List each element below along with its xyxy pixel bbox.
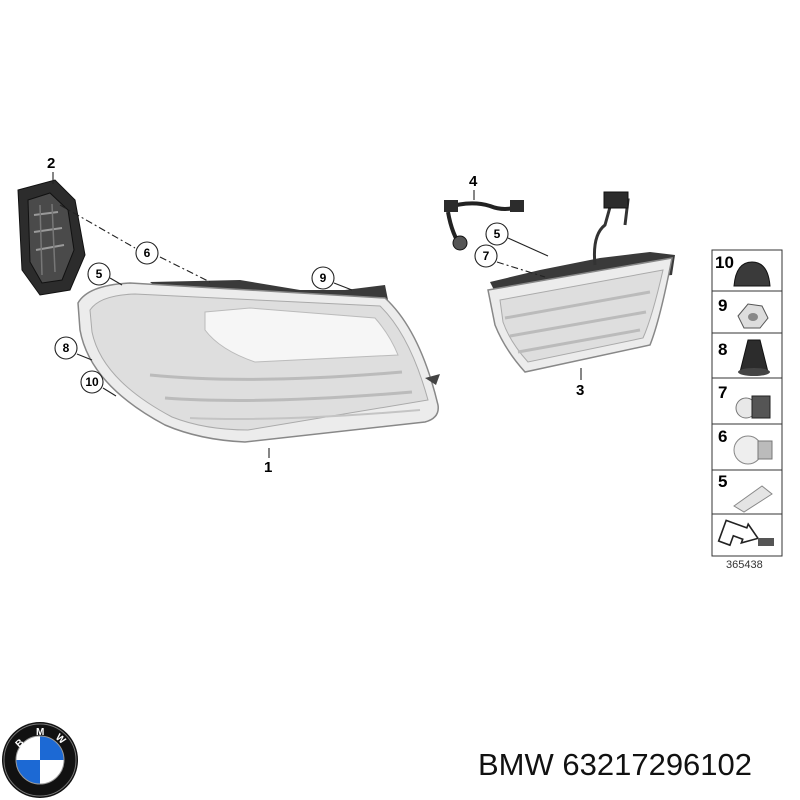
svg-text:M: M bbox=[36, 727, 44, 738]
direction-arrow bbox=[717, 519, 774, 547]
callout-1: 1 bbox=[264, 459, 272, 476]
bmw-logo: B M W bbox=[2, 722, 78, 798]
svg-text:5: 5 bbox=[718, 472, 727, 491]
legend-row-6: 6 bbox=[718, 427, 773, 465]
part-number-caption: BMW 63217296102 bbox=[478, 747, 752, 782]
callout-2: 2 bbox=[47, 155, 55, 172]
inner-tail-light bbox=[487, 191, 675, 373]
callout-5-inner: 5 bbox=[485, 222, 509, 246]
legend-row-10: 10 bbox=[715, 253, 771, 287]
svg-text:7: 7 bbox=[483, 249, 490, 263]
callout-5-carrier: 5 bbox=[87, 262, 111, 286]
wiring-harness bbox=[444, 200, 524, 251]
svg-text:8: 8 bbox=[63, 341, 70, 355]
svg-text:10: 10 bbox=[715, 253, 734, 272]
callout-3: 3 bbox=[576, 382, 584, 399]
callout-4: 4 bbox=[469, 173, 478, 190]
legend-row-9: 9 bbox=[718, 296, 769, 329]
leader-lines bbox=[52, 172, 582, 458]
callouts: 2 6 5 9 8 10 1 4 5 7 3 bbox=[47, 155, 584, 476]
wedge-bulb-icon bbox=[733, 485, 773, 513]
svg-text:7: 7 bbox=[718, 383, 727, 402]
legend-row-8: 8 bbox=[718, 339, 770, 376]
callout-7: 7 bbox=[474, 244, 498, 268]
arrow-icon bbox=[717, 519, 760, 547]
svg-text:10: 10 bbox=[85, 375, 99, 389]
bulb-carrier bbox=[17, 179, 86, 296]
svg-text:6: 6 bbox=[144, 246, 151, 260]
legend-row-5: 5 bbox=[718, 472, 773, 513]
callout-9: 9 bbox=[311, 266, 335, 290]
svg-text:6: 6 bbox=[718, 427, 727, 446]
callout-6: 6 bbox=[135, 241, 159, 265]
svg-text:5: 5 bbox=[96, 267, 103, 281]
diagram-code: 365438 bbox=[726, 559, 763, 571]
outer-tail-light bbox=[77, 280, 440, 443]
cap-icon bbox=[733, 261, 771, 287]
svg-text:8: 8 bbox=[718, 340, 727, 359]
svg-text:9: 9 bbox=[320, 271, 327, 285]
svg-text:9: 9 bbox=[718, 296, 727, 315]
parts-legend: 10 9 8 7 6 5 bbox=[711, 249, 783, 557]
svg-text:5: 5 bbox=[494, 227, 501, 241]
legend-row-7: 7 bbox=[718, 383, 771, 419]
callout-10: 10 bbox=[80, 370, 104, 394]
callout-8: 8 bbox=[54, 336, 78, 360]
